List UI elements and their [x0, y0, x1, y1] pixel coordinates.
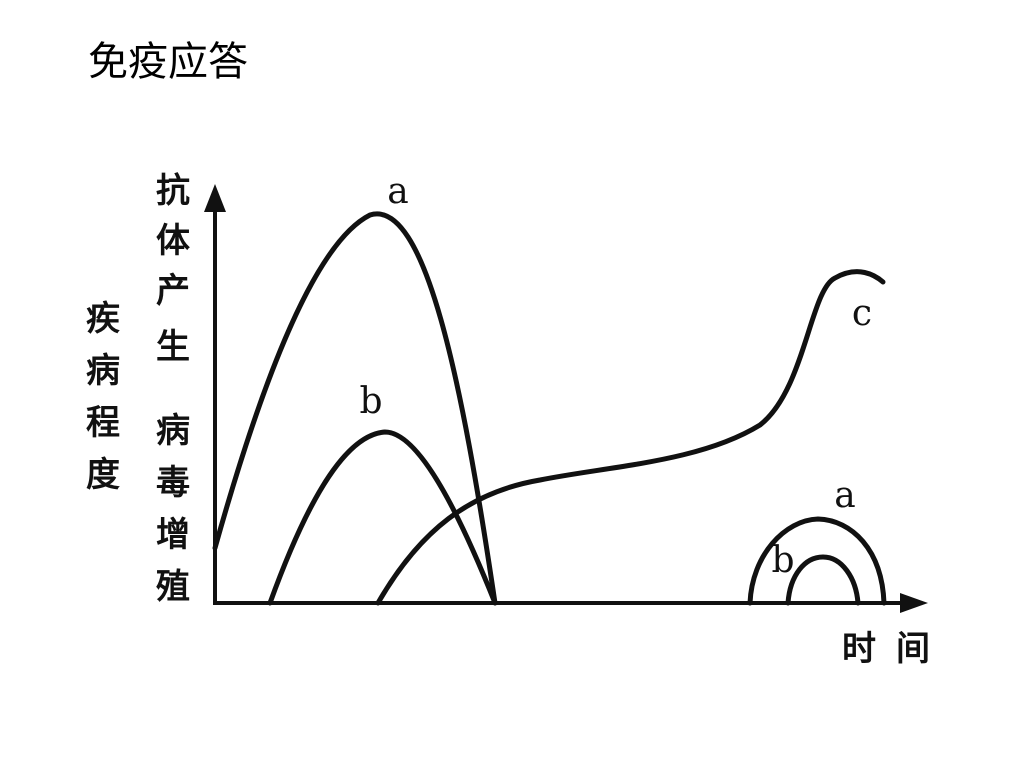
curve-a-second [747, 516, 887, 606]
y-label-char: 度 [86, 455, 120, 495]
y-label-char: 程 [86, 403, 120, 443]
y-label-char: 殖 [156, 567, 190, 607]
curve-label-a-first: a [387, 171, 408, 212]
x-axis-arrow [900, 593, 928, 613]
slide-title: 免疫应答 [88, 39, 248, 85]
x-label-char: 间 [896, 629, 930, 669]
y-label-char: 抗 [156, 171, 190, 211]
y-label-char: 增 [156, 515, 190, 555]
x-axis-label: 时 间 [842, 629, 930, 669]
y-label-char: 病 [156, 411, 190, 451]
y-label-char: 生 [156, 327, 190, 367]
curve-label-a-second: a [834, 475, 855, 516]
y-axis-arrow [204, 184, 226, 212]
curve-label-b-second: b [771, 540, 794, 581]
curve-c [375, 269, 886, 606]
curve-label-c: c [852, 293, 872, 334]
curve-a-first [212, 211, 498, 606]
y-axis-label-virus: 病 毒 增 殖 [156, 411, 190, 607]
x-label-char: 时 [842, 629, 876, 669]
y-label-char: 疾 [86, 299, 120, 339]
y-label-char: 产 [156, 271, 190, 311]
y-label-char: 体 [156, 221, 190, 261]
y-label-char: 病 [86, 351, 120, 391]
y-label-char: 毒 [156, 463, 190, 503]
curve-b-second [785, 554, 861, 606]
curve-label-b-first: b [359, 381, 382, 422]
curve-b-first [267, 429, 498, 606]
y-axis-label-antibody: 抗 体 产 生 [156, 171, 190, 367]
y-axis-label-disease: 疾 病 程 度 [86, 299, 120, 495]
